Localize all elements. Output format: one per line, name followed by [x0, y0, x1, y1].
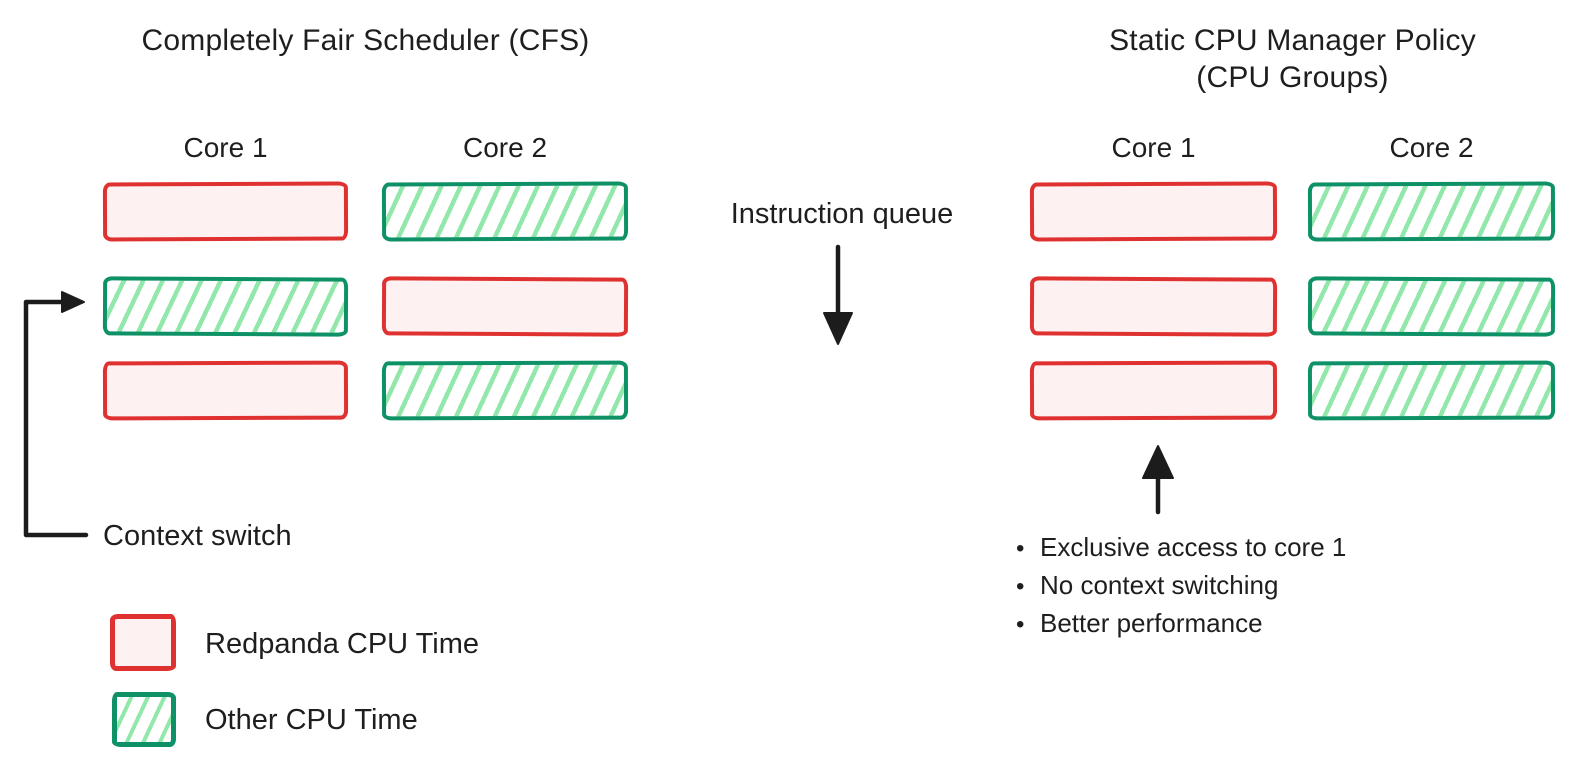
cfs-core1-column: [102, 181, 349, 421]
cpu-slot-redpanda: [1029, 276, 1278, 337]
cfs-title: Completely Fair Scheduler (CFS): [141, 24, 590, 57]
cpu-slot-other: [102, 276, 349, 337]
legend-redpanda-label: Redpanda CPU Time: [205, 628, 480, 660]
context-switch-arrow-icon: [23, 291, 89, 538]
cpu-slot-redpanda: [1029, 360, 1278, 421]
cpu-slot-redpanda: [102, 181, 349, 242]
bullet-icon: •: [1016, 573, 1025, 600]
static-core1-label: Core 1: [1111, 132, 1196, 163]
cpu-slot-other: [1307, 360, 1556, 421]
cpu-slot-redpanda: [102, 360, 349, 421]
static-policy-title: Static CPU Manager Policy (CPU Groups): [1030, 22, 1555, 96]
legend-other-label: Other CPU Time: [205, 704, 418, 736]
benefit-item: •Exclusive access to core 1: [1016, 529, 1346, 567]
static-core2-column: [1307, 181, 1556, 421]
cpu-slot-other: [1307, 181, 1556, 242]
context-switch-label: Context switch: [103, 520, 292, 552]
static-policy-benefits-list: •Exclusive access to core 1 •No context …: [1016, 529, 1346, 643]
bullet-icon: •: [1016, 611, 1025, 638]
cpu-slot-other: [1307, 276, 1556, 337]
static-policy-title-line1: Static CPU Manager Policy: [1109, 24, 1476, 57]
cpu-slot-other: [381, 181, 629, 242]
legend-other-swatch: [112, 692, 176, 747]
arrow-up-icon: [1142, 445, 1174, 515]
arrow-down-icon: [823, 244, 853, 345]
benefit-item: •No context switching: [1016, 567, 1346, 605]
static-policy-title-line2: (CPU Groups): [1196, 61, 1389, 94]
instruction-queue-label: Instruction queue: [730, 198, 954, 230]
cpu-slot-redpanda: [1029, 181, 1278, 242]
cpu-slot-redpanda: [381, 276, 629, 337]
static-core2-label: Core 2: [1389, 132, 1474, 163]
cfs-core1-label: Core 1: [183, 132, 268, 163]
legend-redpanda-swatch: [110, 614, 176, 671]
static-core1-column: [1029, 181, 1278, 421]
bullet-icon: •: [1016, 535, 1025, 562]
benefit-item: •Better performance: [1016, 605, 1346, 643]
cpu-slot-other: [381, 360, 629, 421]
cfs-core2-column: [381, 181, 629, 421]
cfs-core2-label: Core 2: [462, 132, 548, 163]
